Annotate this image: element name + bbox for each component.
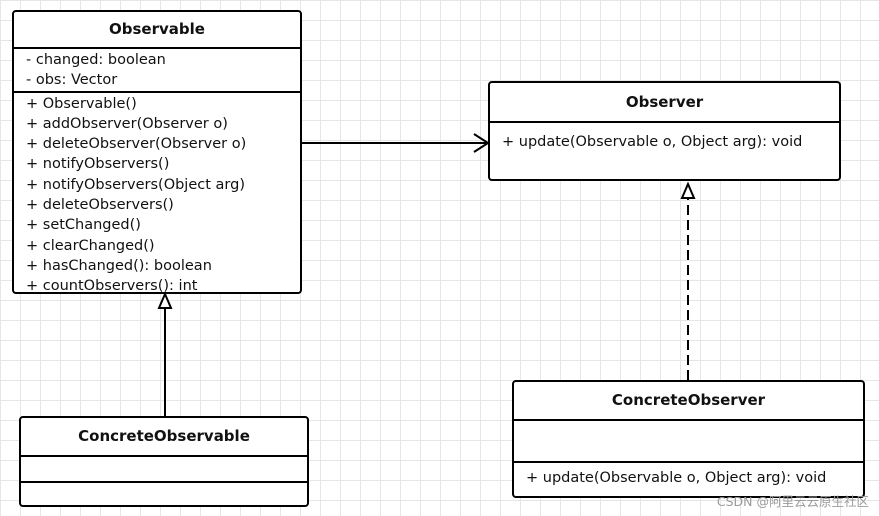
method-clear-changed: + clearChanged()	[26, 237, 155, 254]
concrete-observer-attributes	[514, 421, 863, 463]
method-add-observer: + addObserver(Observer o)	[26, 115, 228, 132]
attribute-obs: - obs: Vector	[26, 72, 118, 89]
attribute-changed: - changed: boolean	[26, 52, 166, 68]
concrete-observable-class-name: ConcreteObservable	[21, 418, 307, 457]
realization-arrowhead	[680, 181, 696, 199]
observable-class[interactable]: Observable - changed: boolean - obs: Vec…	[12, 10, 302, 294]
observable-class-name: Observable	[14, 12, 300, 49]
method-delete-observers: + deleteObservers()	[26, 197, 174, 214]
csdn-watermark: CSDN @阿里云云原生社区	[716, 494, 869, 509]
concrete-observable-class[interactable]: ConcreteObservable	[19, 416, 309, 507]
observer-methods: + update(Observable o, Object arg): void	[490, 123, 839, 152]
generalization-arrowhead	[157, 291, 173, 309]
concrete-observer-class-name: ConcreteObserver	[514, 382, 863, 421]
observable-methods: + Observable() + addObserver(Observer o)…	[14, 93, 300, 294]
method-count-observers: + countObservers(): int	[26, 278, 198, 294]
concrete-observable-attributes	[21, 457, 307, 483]
concrete-observable-methods	[21, 483, 307, 505]
concrete-observer-class[interactable]: ConcreteObserver + update(Observable o, …	[512, 380, 865, 498]
observer-interface[interactable]: Observer + update(Observable o, Object a…	[488, 81, 841, 181]
concrete-observer-methods: + update(Observable o, Object arg): void	[514, 463, 863, 488]
method-has-changed: + hasChanged(): boolean	[26, 257, 212, 274]
method-update: + update(Observable o, Object arg): void	[502, 134, 803, 150]
method-notify-observers: + notifyObservers()	[26, 156, 170, 173]
observer-class-name: Observer	[490, 83, 839, 123]
method-delete-observer: + deleteObserver(Observer o)	[26, 136, 247, 153]
method-notify-observers-arg: + notifyObservers(Object arg)	[26, 176, 245, 193]
observable-attributes: - changed: boolean - obs: Vector	[14, 49, 300, 93]
method-set-changed: + setChanged()	[26, 217, 141, 234]
method-update: + update(Observable o, Object arg): void	[526, 470, 827, 486]
method-constructor: + Observable()	[26, 95, 137, 112]
